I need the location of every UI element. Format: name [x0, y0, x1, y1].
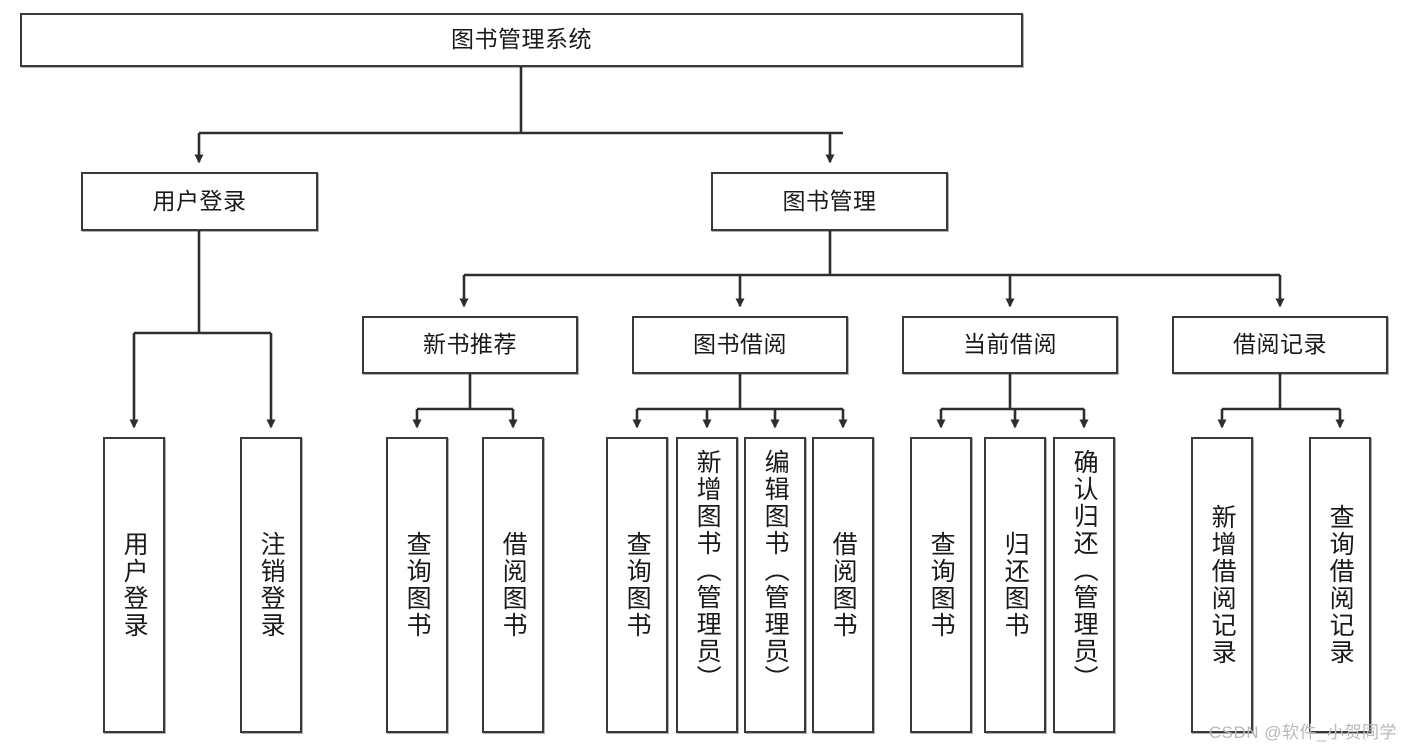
node-leaf-cur-confirm-return[interactable]: 确认归还（管理员）: [1053, 437, 1115, 733]
node-leaf-cur-query-book-label: 查询图书: [927, 531, 956, 639]
node-leaf-user-logout[interactable]: 注销登录: [240, 437, 302, 733]
node-leaf-rec-query-record[interactable]: 查询借阅记录: [1309, 437, 1371, 733]
node-current-borrow-label: 当前借阅: [963, 331, 1057, 358]
node-current-borrow[interactable]: 当前借阅: [902, 316, 1118, 374]
node-leaf-rec-borrow-book-label: 借阅图书: [499, 531, 528, 639]
node-leaf-borrow-edit-book-label: 编辑图书（管理员）: [761, 449, 790, 692]
node-book-manage-label: 图书管理: [782, 187, 877, 214]
node-leaf-rec-query-book[interactable]: 查询图书: [386, 437, 448, 733]
node-leaf-cur-return-book[interactable]: 归还图书: [984, 437, 1046, 733]
node-leaf-borrow-borrow-book[interactable]: 借阅图书: [812, 437, 874, 733]
node-leaf-borrow-borrow-book-label: 借阅图书: [829, 531, 858, 639]
node-user-login[interactable]: 用户登录: [81, 172, 318, 231]
node-book-borrow[interactable]: 图书借阅: [632, 316, 848, 374]
node-leaf-rec-add-record[interactable]: 新增借阅记录: [1191, 437, 1253, 733]
node-borrow-record-label: 借阅记录: [1233, 331, 1327, 358]
node-book-borrow-label: 图书借阅: [693, 331, 787, 358]
node-leaf-cur-return-book-label: 归还图书: [1001, 531, 1030, 639]
node-leaf-user-login-label: 用户登录: [120, 531, 149, 639]
node-leaf-rec-query-book-label: 查询图书: [403, 531, 432, 639]
node-leaf-borrow-query-book-label: 查询图书: [623, 531, 652, 639]
node-leaf-user-logout-label: 注销登录: [257, 531, 286, 639]
node-root[interactable]: 图书管理系统: [20, 13, 1023, 67]
node-leaf-cur-query-book[interactable]: 查询图书: [910, 437, 972, 733]
node-leaf-borrow-add-book[interactable]: 新增图书（管理员）: [676, 437, 738, 733]
watermark-text: CSDN @软件_小贺同学: [1208, 723, 1397, 742]
node-book-manage[interactable]: 图书管理: [711, 172, 948, 231]
node-leaf-rec-borrow-book[interactable]: 借阅图书: [482, 437, 544, 733]
node-leaf-rec-add-record-label: 新增借阅记录: [1208, 504, 1237, 666]
node-user-login-label: 用户登录: [152, 187, 247, 214]
node-borrow-record[interactable]: 借阅记录: [1172, 316, 1388, 374]
node-leaf-borrow-query-book[interactable]: 查询图书: [606, 437, 668, 733]
node-leaf-borrow-edit-book[interactable]: 编辑图书（管理员）: [744, 437, 806, 733]
node-new-book-rec[interactable]: 新书推荐: [362, 316, 578, 374]
node-leaf-user-login[interactable]: 用户登录: [103, 437, 165, 733]
node-root-label: 图书管理系统: [451, 26, 592, 53]
node-new-book-rec-label: 新书推荐: [423, 331, 517, 358]
node-leaf-borrow-add-book-label: 新增图书（管理员）: [693, 449, 722, 692]
node-leaf-cur-confirm-return-label: 确认归还（管理员）: [1070, 449, 1099, 692]
node-leaf-rec-query-record-label: 查询借阅记录: [1326, 504, 1355, 666]
